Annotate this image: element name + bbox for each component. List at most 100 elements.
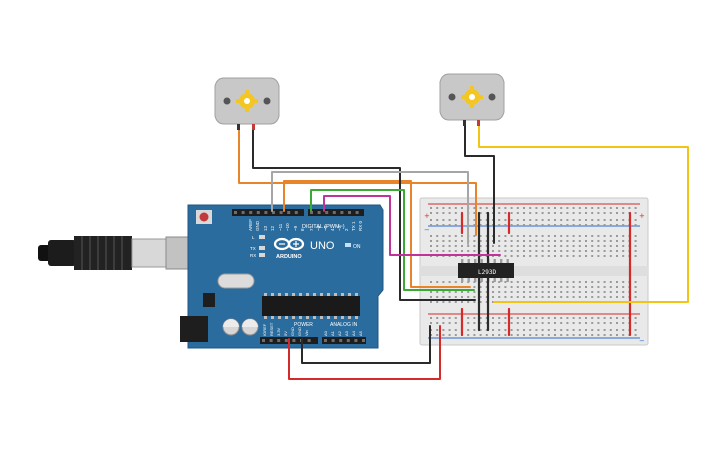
breadboard-hole[interactable] <box>634 212 637 214</box>
breadboard-hole[interactable] <box>467 322 470 324</box>
breadboard-hole[interactable] <box>498 317 501 319</box>
breadboard-hole[interactable] <box>535 291 538 293</box>
breadboard-hole[interactable] <box>609 212 612 214</box>
breadboard-hole[interactable] <box>504 250 507 252</box>
breadboard-hole[interactable] <box>566 207 569 209</box>
breadboard-hole[interactable] <box>603 207 606 209</box>
breadboard-hole[interactable] <box>603 219 606 221</box>
breadboard-hole[interactable] <box>622 224 625 226</box>
breadboard-hole[interactable] <box>473 207 476 209</box>
breadboard-hole[interactable] <box>479 219 482 221</box>
breadboard-hole[interactable] <box>448 245 451 247</box>
breadboard-hole[interactable] <box>504 286 507 288</box>
breadboard-hole[interactable] <box>529 334 532 336</box>
breadboard-hole[interactable] <box>578 281 581 283</box>
breadboard-hole[interactable] <box>529 322 532 324</box>
breadboard-hole[interactable] <box>430 291 432 293</box>
header-pin[interactable] <box>292 339 296 342</box>
breadboard-hole[interactable] <box>554 212 556 214</box>
breadboard-hole[interactable] <box>547 296 550 298</box>
wire-orange-motor1[interactable] <box>238 127 477 236</box>
breadboard-hole[interactable] <box>560 219 563 221</box>
breadboard-hole[interactable] <box>535 219 538 221</box>
breadboard-hole[interactable] <box>504 245 507 247</box>
breadboard-hole[interactable] <box>454 329 457 331</box>
dc-motor-icon[interactable] <box>214 77 280 130</box>
breadboard-hole[interactable] <box>541 286 544 288</box>
breadboard-hole[interactable] <box>454 296 457 298</box>
breadboard-hole[interactable] <box>430 240 432 242</box>
breadboard-hole[interactable] <box>430 250 432 252</box>
breadboard-hole[interactable] <box>616 286 618 288</box>
breadboard-hole[interactable] <box>547 255 550 257</box>
breadboard-hole[interactable] <box>566 255 569 257</box>
header-pin[interactable] <box>340 211 344 214</box>
breadboard-hole[interactable] <box>547 240 550 242</box>
header-pin[interactable] <box>331 339 335 342</box>
breadboard-hole[interactable] <box>498 281 501 283</box>
breadboard-hole[interactable] <box>597 322 600 324</box>
breadboard-hole[interactable] <box>597 250 600 252</box>
breadboard-hole[interactable] <box>523 212 525 214</box>
breadboard-hole[interactable] <box>535 255 538 257</box>
breadboard-hole[interactable] <box>616 329 618 331</box>
breadboard-hole[interactable] <box>529 296 532 298</box>
breadboard-hole[interactable] <box>554 329 556 331</box>
breadboard-hole[interactable] <box>442 240 445 242</box>
breadboard-hole[interactable] <box>479 212 482 214</box>
breadboard-hole[interactable] <box>547 334 550 336</box>
breadboard-hole[interactable] <box>473 317 476 319</box>
header-pin[interactable] <box>325 211 329 214</box>
breadboard-hole[interactable] <box>523 329 525 331</box>
breadboard-hole[interactable] <box>498 245 501 247</box>
breadboard-hole[interactable] <box>454 235 457 237</box>
breadboard-hole[interactable] <box>554 286 556 288</box>
breadboard-hole[interactable] <box>597 334 600 336</box>
wire-yellow-motor2[interactable] <box>478 122 689 303</box>
breadboard-hole[interactable] <box>554 281 556 283</box>
breadboard-hole[interactable] <box>430 207 432 209</box>
breadboard-hole[interactable] <box>529 250 532 252</box>
breadboard-hole[interactable] <box>634 322 637 324</box>
breadboard-hole[interactable] <box>467 329 470 331</box>
breadboard-hole[interactable] <box>454 301 457 303</box>
breadboard-hole[interactable] <box>442 322 445 324</box>
header-pin[interactable] <box>256 211 260 214</box>
breadboard-hole[interactable] <box>535 334 538 336</box>
header-pin[interactable] <box>287 211 291 214</box>
breadboard-hole[interactable] <box>454 250 457 252</box>
breadboard-hole[interactable] <box>454 245 457 247</box>
breadboard-hole[interactable] <box>541 296 544 298</box>
breadboard-hole[interactable] <box>585 212 587 214</box>
breadboard-hole[interactable] <box>603 235 606 237</box>
breadboard-hole[interactable] <box>554 317 556 319</box>
breadboard-hole[interactable] <box>578 245 581 247</box>
breadboard-hole[interactable] <box>523 219 525 221</box>
breadboard-hole[interactable] <box>622 250 625 252</box>
breadboard-hole[interactable] <box>510 207 513 209</box>
breadboard-hole[interactable] <box>504 329 507 331</box>
breadboard-hole[interactable] <box>430 235 432 237</box>
breadboard-hole[interactable] <box>591 245 594 247</box>
breadboard-hole[interactable] <box>473 322 476 324</box>
breadboard-hole[interactable] <box>591 281 594 283</box>
breadboard-hole[interactable] <box>547 224 550 226</box>
header-pin[interactable] <box>284 339 288 342</box>
power-jack[interactable] <box>180 316 208 342</box>
breadboard-hole[interactable] <box>572 286 575 288</box>
header-pin[interactable] <box>269 339 273 342</box>
breadboard-hole[interactable] <box>541 255 544 257</box>
breadboard-hole[interactable] <box>597 240 600 242</box>
breadboard-hole[interactable] <box>541 281 544 283</box>
breadboard-hole[interactable] <box>572 212 575 214</box>
breadboard-hole[interactable] <box>454 291 457 293</box>
breadboard-hole[interactable] <box>430 281 432 283</box>
breadboard-hole[interactable] <box>523 296 525 298</box>
breadboard-hole[interactable] <box>609 291 612 293</box>
breadboard-hole[interactable] <box>566 224 569 226</box>
breadboard-hole[interactable] <box>492 245 494 247</box>
breadboard-hole[interactable] <box>609 235 612 237</box>
breadboard-hole[interactable] <box>597 212 600 214</box>
wire-magenta[interactable] <box>323 195 501 256</box>
breadboard-hole[interactable] <box>448 317 451 319</box>
